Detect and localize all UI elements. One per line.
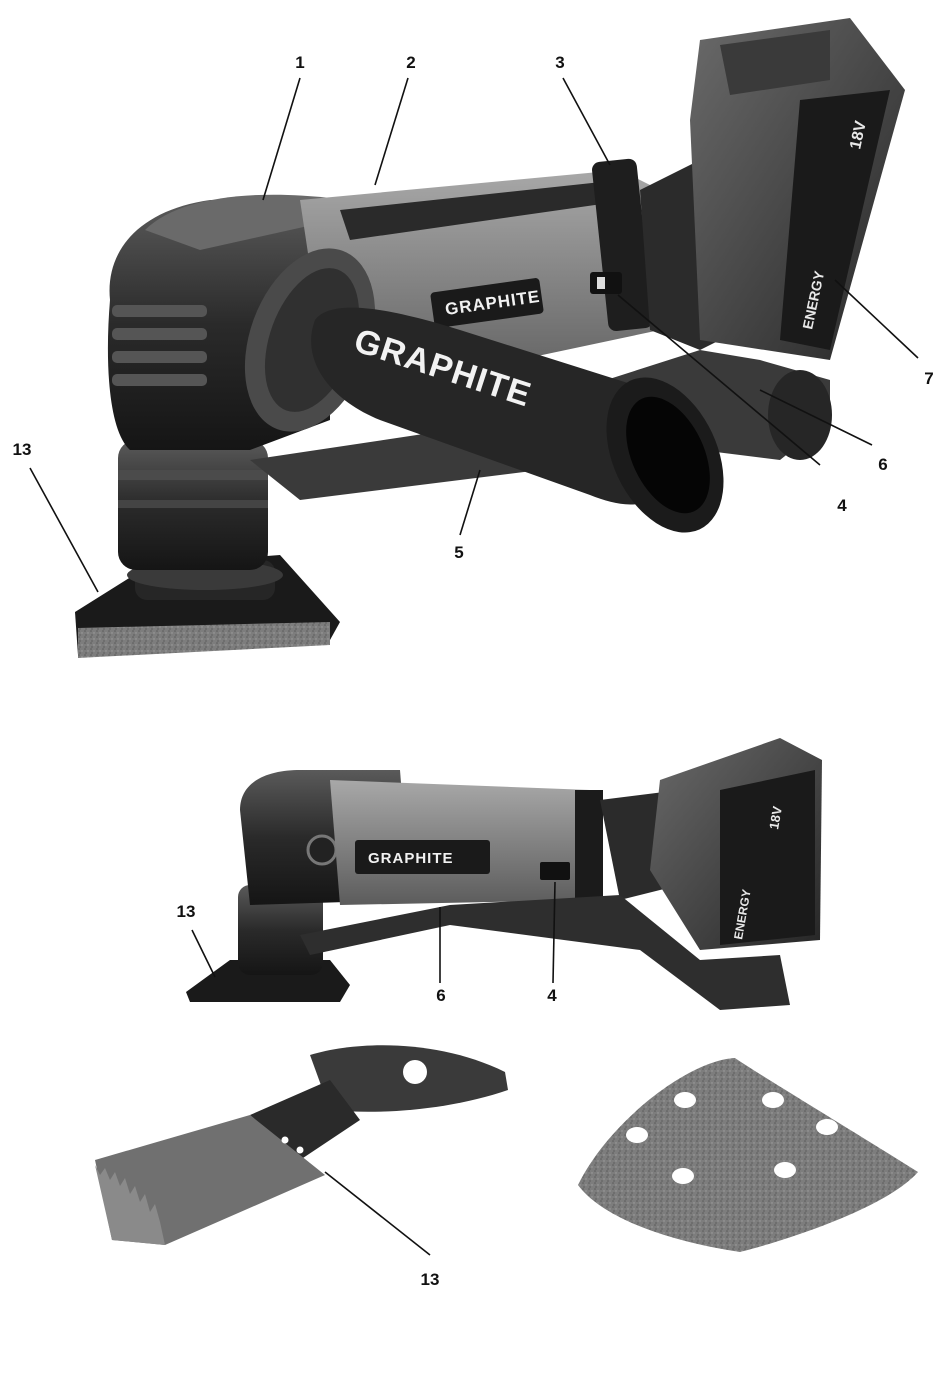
sanding-sheet (578, 1058, 918, 1252)
callout-1: 1 (295, 53, 304, 72)
tool-view-2: GRAPHITE 18V ENERGY 13 6 4 (177, 738, 822, 1010)
callout-4: 4 (837, 496, 847, 515)
plunge-saw-blade (95, 1045, 508, 1245)
callout-5: 5 (454, 543, 463, 562)
callout-6-side: 6 (436, 986, 445, 1005)
callout-3: 3 (555, 53, 564, 72)
callout-4-side: 4 (547, 986, 557, 1005)
speed-switch-side (540, 862, 570, 880)
callout-13-side: 13 (177, 902, 196, 921)
speed-switch (590, 272, 622, 294)
callout-2: 2 (406, 53, 415, 72)
tool-view-1: 18V ENERGY GRAPHITE GRAPHITE 1 2 3 4 5 (13, 18, 934, 658)
callout-13: 13 (13, 440, 32, 459)
callout-13-blade: 13 (421, 1270, 440, 1289)
callout-6: 6 (878, 455, 887, 474)
callout-7: 7 (924, 369, 933, 388)
accessories: 13 (95, 1045, 918, 1289)
housing-logo-side: GRAPHITE (368, 850, 454, 867)
